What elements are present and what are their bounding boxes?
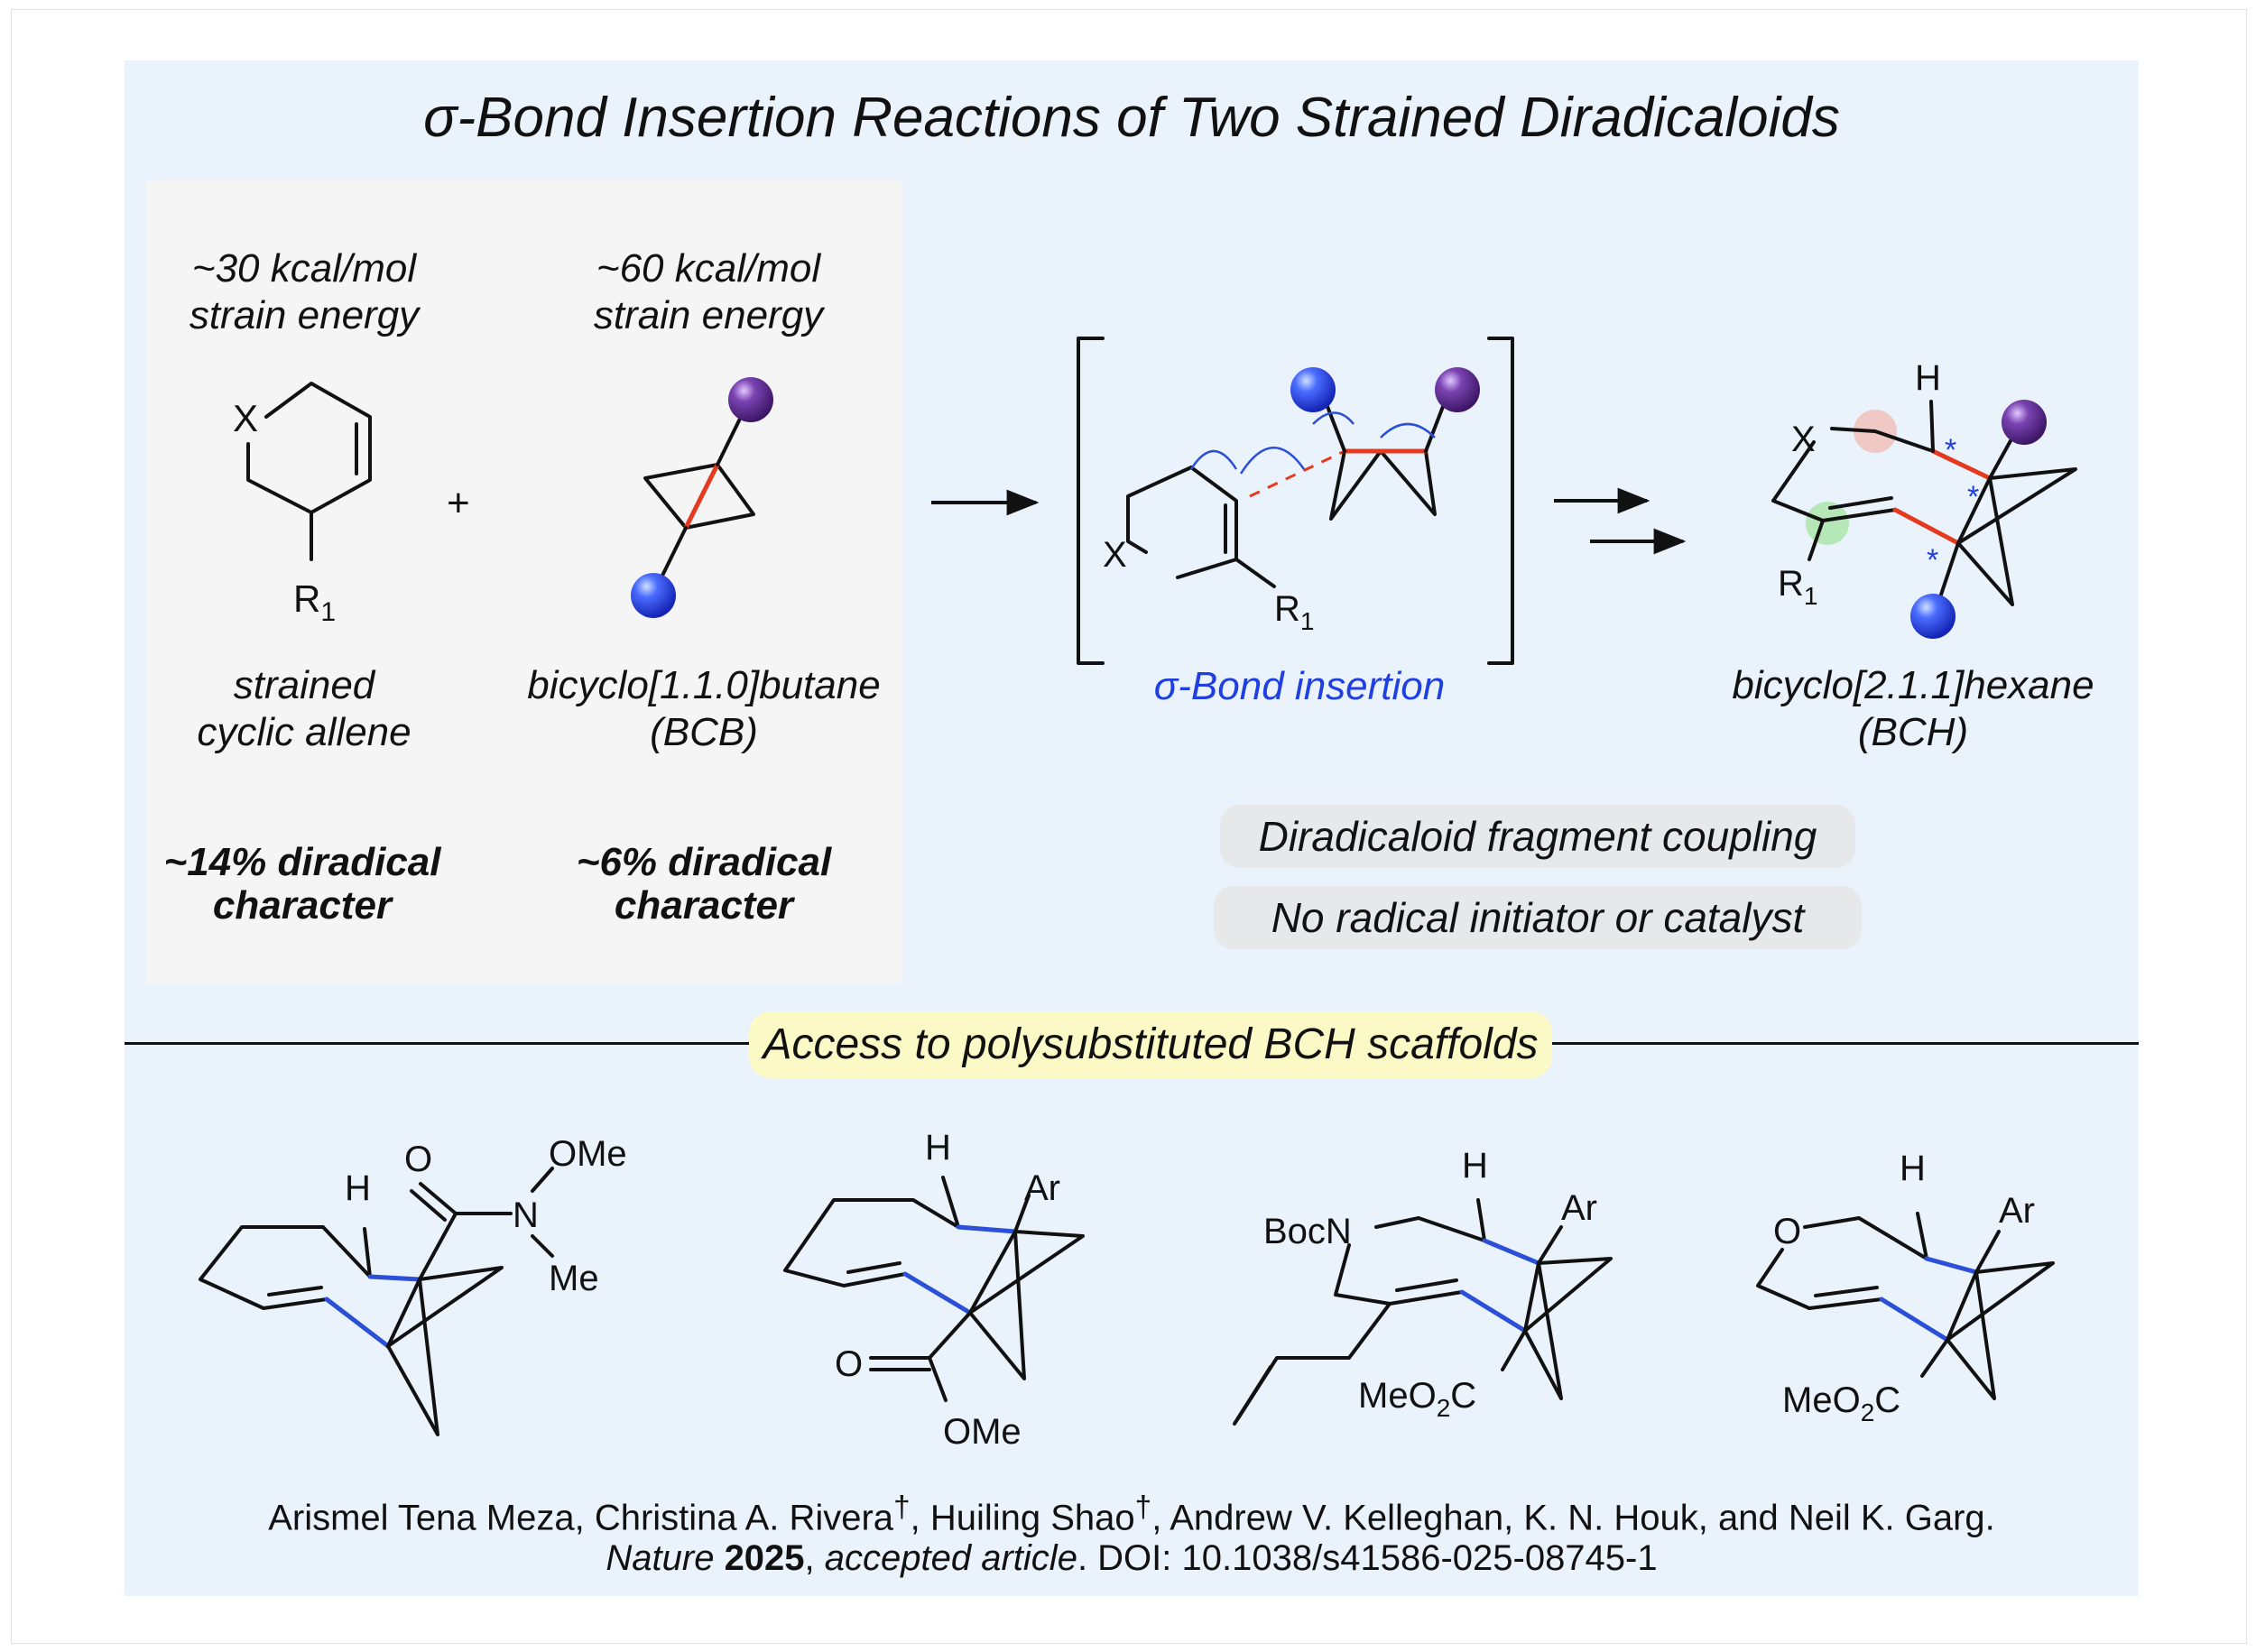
- product-name-line1: bicyclo[2.1.1]hexane: [1732, 663, 2094, 707]
- stereo-mark-2: *: [1967, 480, 1979, 514]
- ex4-ar-group: Ar: [1999, 1191, 2035, 1231]
- product-purple-sphere: [2002, 400, 2047, 445]
- highlight-green: [1806, 502, 1849, 545]
- example-4-structure: H Ar O MeO2C: [1756, 1149, 2055, 1426]
- plus-sign: +: [447, 481, 470, 525]
- stereo-mark-1: *: [1945, 433, 1956, 467]
- dagger-2: †: [1134, 1490, 1152, 1524]
- dagger-1: †: [893, 1490, 911, 1524]
- bcb-name-line2: (BCB): [650, 710, 758, 754]
- ex3-h-atom: H: [1462, 1146, 1488, 1186]
- blue-sphere: [631, 573, 676, 618]
- ts-blue-sphere: [1290, 367, 1336, 412]
- ex2-ar-group: Ar: [1024, 1168, 1060, 1208]
- allene-diradical-caption: character: [212, 883, 393, 928]
- ts-x-atom: X: [1103, 535, 1127, 575]
- ex1-o-atom: O: [404, 1140, 432, 1179]
- forming-bond: [1249, 449, 1345, 498]
- bcb-name: bicyclo[1.1.0]butane (BCB): [501, 662, 907, 756]
- authors-part-2: , Huiling Shao: [910, 1498, 1135, 1538]
- product-name: bicyclo[2.1.1]hexane (BCH): [1706, 662, 2121, 756]
- access-scaffolds-label: Access to polysubstituted BCH scaffolds: [749, 1011, 1552, 1078]
- journal-name: Nature: [606, 1538, 715, 1578]
- bcb-strain-energy: ~60 kcal/mol strain energy: [546, 245, 871, 339]
- ex3-ester-group: MeO2C: [1358, 1376, 1476, 1422]
- cyclic-allene-structure: X R1: [233, 382, 372, 627]
- allene-name: strained cyclic allene: [146, 662, 462, 756]
- article-status: accepted article: [824, 1538, 1077, 1578]
- ex4-o-atom: O: [1773, 1212, 1801, 1251]
- ts-r1-label: R1: [1274, 589, 1314, 635]
- ex2-ome-group: OMe: [943, 1412, 1022, 1452]
- authors-part-1: Arismel Tena Meza, Christina A. Rivera: [268, 1498, 894, 1538]
- bch-product-structure: H X R1 * * *: [1771, 358, 2077, 639]
- transition-state-structure: X R1: [1077, 337, 1514, 665]
- ex3-bocn-group: BocN: [1263, 1212, 1352, 1251]
- allene-energy-caption: strain energy: [189, 293, 420, 337]
- bcb-energy-value: ~60 kcal/mol: [596, 246, 821, 291]
- ex2-o-atom: O: [835, 1344, 863, 1384]
- product-h-atom: H: [1915, 358, 1941, 398]
- ts-purple-sphere: [1435, 367, 1480, 412]
- bcb-name-line1: bicyclo[1.1.0]butane: [527, 663, 881, 707]
- feature-no-initiator: No radical initiator or catalyst: [1214, 886, 1862, 949]
- example-3-structure: H Ar BocN MeO2C: [1233, 1146, 1613, 1426]
- feature-fragment-coupling: Diradicaloid fragment coupling: [1220, 805, 1855, 868]
- reactants-box: [146, 180, 902, 983]
- citation-reference: Nature 2025, accepted article. DOI: 10.1…: [606, 1538, 1658, 1578]
- allene-r1-label: R1: [293, 577, 336, 627]
- ex1-ome-group: OMe: [549, 1134, 627, 1174]
- ex3-ar-group: Ar: [1561, 1188, 1597, 1228]
- ex1-n-atom: N: [513, 1195, 539, 1235]
- bcb-diradical-value: ~6% diradical: [576, 840, 832, 884]
- bcb-energy-caption: strain energy: [593, 293, 824, 337]
- example-1-structure: H O OMe N Me: [199, 1134, 627, 1436]
- purple-sphere: [728, 377, 773, 422]
- allene-strain-energy: ~30 kcal/mol strain energy: [146, 245, 462, 339]
- allene-name-line2: cyclic allene: [197, 710, 411, 754]
- ex1-h-atom: H: [345, 1168, 371, 1208]
- ex4-h-atom: H: [1900, 1149, 1926, 1188]
- allene-name-line1: strained: [233, 663, 375, 707]
- publication-year: 2025: [724, 1538, 805, 1578]
- ex4-ester-group: MeO2C: [1782, 1380, 1900, 1426]
- sigma-bond-insertion-label: σ-Bond insertion: [1153, 664, 1446, 708]
- allene-diradical-value: ~14% diradical: [163, 840, 441, 884]
- example-2-structure: H Ar O OMe: [783, 1128, 1085, 1452]
- allene-diradical-character: ~14% diradical character: [135, 841, 469, 928]
- product-r1-label: R1: [1778, 564, 1817, 610]
- product-x-atom: X: [1791, 420, 1816, 459]
- citation-authors: Arismel Tena Meza, Christina A. Rivera†,…: [125, 1490, 2139, 1538]
- stereo-mark-3: *: [1927, 543, 1938, 577]
- figure-title: σ-Bond Insertion Reactions of Two Strain…: [423, 87, 1840, 149]
- authors-part-3: , Andrew V. Kelleghan, K. N. Houk, and N…: [1151, 1498, 1995, 1538]
- doi-text: . DOI: 10.1038/s41586-025-08745-1: [1077, 1538, 1658, 1578]
- electron-pushing-arrows: [1189, 411, 1436, 475]
- product-blue-sphere: [1910, 594, 1956, 639]
- bcb-diradical-caption: character: [614, 883, 794, 928]
- bcb-structure: [631, 377, 773, 618]
- bcb-diradical-character: ~6% diradical character: [541, 841, 866, 928]
- ex2-h-atom: H: [925, 1128, 951, 1167]
- allene-x-atom: X: [233, 397, 258, 439]
- product-name-line2: (BCH): [1857, 710, 1969, 754]
- allene-energy-value: ~30 kcal/mol: [191, 246, 417, 291]
- ex1-me-group: Me: [549, 1259, 599, 1298]
